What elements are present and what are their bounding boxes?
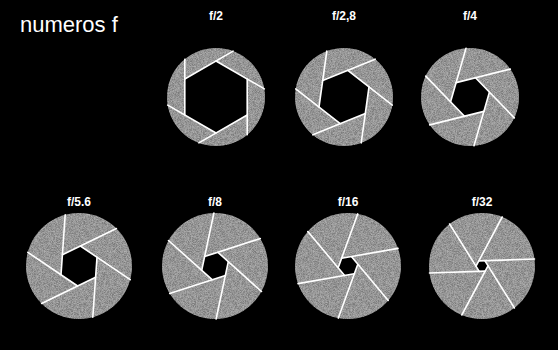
blade-edge xyxy=(348,70,393,105)
blade-edge xyxy=(202,213,214,270)
aperture-illustration xyxy=(24,211,134,321)
blade-edge xyxy=(430,111,484,125)
blade-edge xyxy=(308,232,345,276)
aperture-node: f/2 xyxy=(165,8,267,148)
blade-edge xyxy=(323,59,376,80)
blade-edge xyxy=(430,271,486,273)
blade-edge xyxy=(218,252,262,291)
blade-edge xyxy=(338,264,358,318)
blade-edge xyxy=(451,48,466,102)
f-number-label: f/32 xyxy=(427,194,537,210)
f-number-label: f/8 xyxy=(160,194,270,210)
blade-edge xyxy=(62,229,116,255)
aperture-disk xyxy=(429,213,535,319)
blade-edge xyxy=(462,266,488,315)
blade-edge xyxy=(216,61,264,89)
blade-edge xyxy=(456,69,510,83)
blade-edge xyxy=(474,92,489,146)
blade-edge xyxy=(450,224,480,271)
blade-edge xyxy=(351,257,388,301)
blade-edge xyxy=(313,114,366,135)
blade-edge xyxy=(479,259,535,261)
blade-edge xyxy=(205,239,261,257)
f-number-label: f/2 xyxy=(165,8,267,24)
aperture-disk xyxy=(295,48,393,146)
aperture-disk xyxy=(26,213,132,319)
aperture-node: f/4 xyxy=(419,8,521,148)
f-number-label: f/5.6 xyxy=(24,194,134,210)
blade-edge xyxy=(80,246,130,280)
blade-edge xyxy=(476,78,515,118)
blade-edge xyxy=(476,217,502,266)
blade-edge xyxy=(361,87,369,143)
f-number-label: f/2,8 xyxy=(293,8,395,24)
blade-edge xyxy=(199,115,247,143)
aperture-node: f/5.6 xyxy=(24,194,134,317)
aperture-node: f/8 xyxy=(160,194,270,317)
blade-edge xyxy=(170,275,226,293)
blade-edge xyxy=(184,59,186,115)
aperture-opening xyxy=(185,61,247,133)
blade-edge xyxy=(216,262,228,319)
blade-edge xyxy=(93,257,97,317)
aperture-node: f/32 xyxy=(427,194,537,317)
blade-edge xyxy=(168,105,216,133)
aperture-disk xyxy=(421,48,519,146)
aperture-node: f/2,8 xyxy=(293,8,395,148)
blade-edge xyxy=(42,277,96,303)
aperture-illustration xyxy=(165,46,267,148)
aperture-illustration xyxy=(160,211,270,321)
blade-edge xyxy=(485,261,515,308)
blade-edge xyxy=(185,51,233,79)
aperture-illustration xyxy=(427,211,537,321)
aperture-disk xyxy=(295,213,401,319)
aperture-illustration xyxy=(293,46,395,148)
blade-edge xyxy=(169,241,213,280)
aperture-node: f/16 xyxy=(293,194,403,317)
blade-edge xyxy=(61,215,65,275)
blade-edge xyxy=(342,248,398,258)
blade-edge xyxy=(246,79,248,135)
blade-edge xyxy=(28,252,78,286)
diagram-title: numeros f xyxy=(20,12,118,38)
aperture-illustration xyxy=(293,211,403,321)
aperture-disk xyxy=(162,213,268,319)
f-number-label: f/4 xyxy=(419,8,521,24)
blade-edge xyxy=(296,89,341,124)
blade-edge xyxy=(298,274,354,284)
f-number-label: f/16 xyxy=(293,194,403,210)
aperture-disk xyxy=(167,48,265,146)
aperture-illustration xyxy=(419,46,521,148)
